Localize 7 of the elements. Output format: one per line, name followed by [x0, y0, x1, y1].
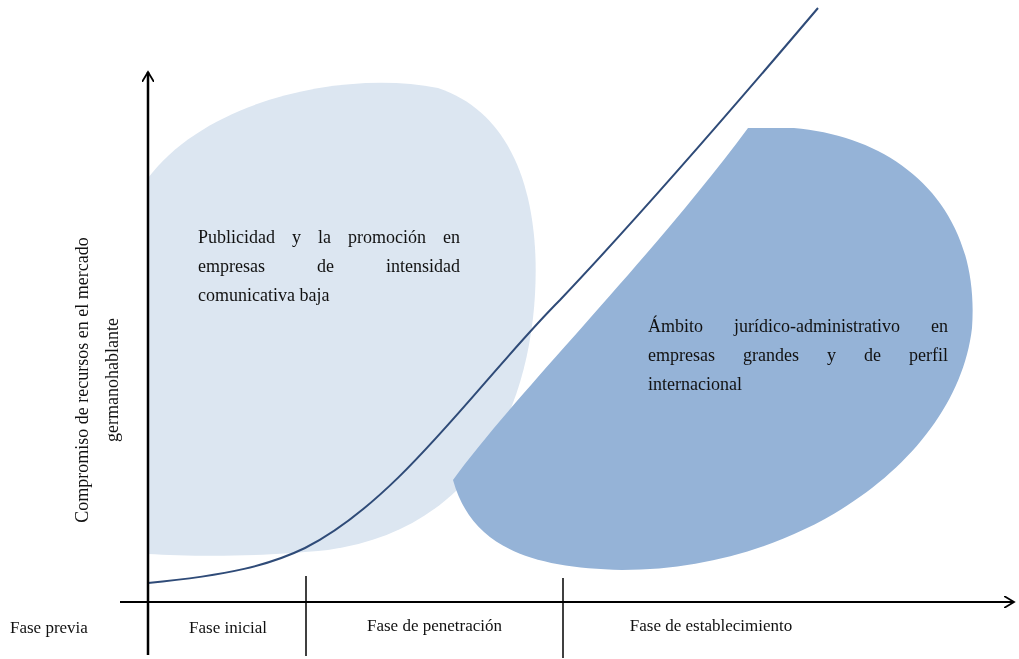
phase-label: Fase previa: [10, 617, 89, 639]
axis-label: Compromiso de recursos en el mercado germanohablante: [71, 236, 123, 525]
phase-label: Fase de establecimiento: [628, 615, 794, 637]
phase-label: Fase de penetración: [366, 615, 503, 637]
blob-text: Publicidad y la promoción en empresas de intensidad comunicativa baja: [198, 226, 460, 307]
blob-text: Ámbito jurídico-administrativo en empresas grandes y de perfil internacional: [648, 314, 948, 396]
phase-label: Fase inicial: [188, 617, 268, 639]
